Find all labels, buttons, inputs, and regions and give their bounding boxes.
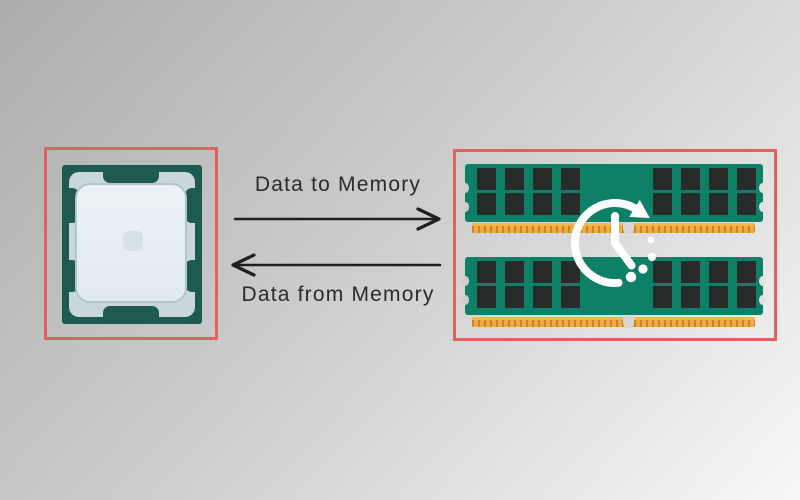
memory-chips-row	[653, 286, 756, 308]
arrow-left-head-icon	[231, 253, 256, 277]
ram-edge-notch	[462, 276, 469, 286]
flow-arrows	[231, 207, 442, 277]
memory-chips-row	[477, 168, 580, 190]
clock-hand-hour	[611, 239, 636, 270]
ram-edge-notch	[759, 276, 766, 286]
data-flow-section: Data to Memory Data from Memory	[225, 170, 451, 320]
ram-edge-notch	[759, 295, 766, 305]
label-data-to-memory: Data to Memory	[254, 173, 422, 196]
cpu-notch-top	[103, 165, 159, 183]
ram-edge-notch	[462, 202, 469, 212]
clock-refresh-icon	[570, 198, 657, 287]
memory-highlight-box	[453, 149, 777, 341]
memory-chips-row	[477, 193, 580, 215]
cpu-center-pad	[123, 231, 143, 251]
ram-key-notch	[623, 222, 634, 234]
ram-edge-notch	[462, 183, 469, 193]
ram-gold-pins-bottom	[472, 316, 755, 328]
cpu-notch-left	[62, 188, 79, 223]
ram-edge-notch	[759, 202, 766, 212]
memory-chips-row	[653, 193, 756, 215]
memory-chips-row	[653, 261, 756, 283]
cpu-notch-right	[185, 260, 202, 292]
label-data-from-memory: Data from Memory	[241, 283, 435, 306]
memory-chips-row	[653, 168, 756, 190]
clock-dotted-trail	[625, 236, 657, 283]
ram-edge-notch	[759, 183, 766, 193]
ram-key-notch	[623, 316, 634, 328]
cpu-highlight-box	[44, 147, 218, 340]
ram-edge-notch	[462, 295, 469, 305]
cpu-notch-left	[62, 260, 79, 292]
cpu-notch-bottom	[103, 306, 159, 324]
memory-chips-row	[477, 286, 580, 308]
cpu-notch-right	[185, 188, 202, 223]
memory-chips-row	[477, 261, 580, 283]
cpu-chip-icon	[62, 165, 202, 324]
arrow-right-head-icon	[416, 207, 441, 231]
clock-arrowhead	[629, 199, 650, 218]
clock-arc	[570, 198, 641, 287]
